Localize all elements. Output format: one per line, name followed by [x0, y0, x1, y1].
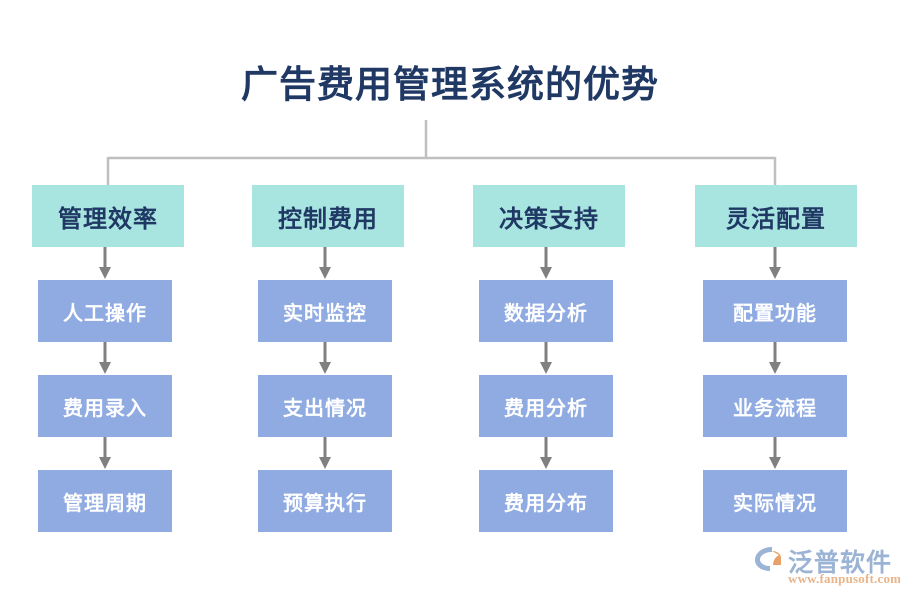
arrow-connector — [479, 437, 613, 470]
node-box[interactable]: 业务流程 — [703, 375, 847, 437]
watermark-brand: 泛普软件 — [788, 549, 893, 577]
watermark-url: www.fanpusoft.com — [788, 571, 900, 586]
column-nodes-4: 配置功能 业务流程 实际情况 — [703, 247, 847, 532]
arrow-connector — [703, 342, 847, 375]
arrow-down-icon — [769, 247, 781, 279]
column-header-2[interactable]: 控制费用 — [252, 185, 404, 247]
column-group-2: 控制费用 实时监控 支出情况 — [252, 185, 404, 532]
arrow-connector — [703, 247, 847, 280]
arrow-down-icon — [319, 247, 331, 279]
arrow-connector — [258, 247, 392, 280]
column-nodes-3: 数据分析 费用分析 费用分布 — [479, 247, 613, 532]
arrow-down-icon — [99, 247, 111, 279]
node-box[interactable]: 人工操作 — [38, 280, 172, 342]
node-box[interactable]: 实际情况 — [703, 470, 847, 532]
arrow-down-icon — [99, 342, 111, 374]
fanpu-logo-icon — [755, 547, 781, 571]
node-box[interactable]: 支出情况 — [258, 375, 392, 437]
arrow-down-icon — [540, 437, 552, 469]
column-nodes-2: 实时监控 支出情况 预算执行 — [258, 247, 392, 532]
column-nodes-1: 人工操作 费用录入 管理周期 — [38, 247, 172, 532]
node-box[interactable]: 预算执行 — [258, 470, 392, 532]
arrow-down-icon — [319, 342, 331, 374]
arrow-connector — [258, 342, 392, 375]
arrow-connector — [258, 437, 392, 470]
watermark-logo: 泛普软件 www.fanpusoft.com — [752, 543, 900, 593]
page-title: 广告费用管理系统的优势 — [241, 65, 659, 106]
column-group-3: 决策支持 数据分析 费用分析 — [473, 185, 625, 532]
column-header-1[interactable]: 管理效率 — [32, 185, 184, 247]
arrow-down-icon — [540, 342, 552, 374]
arrow-connector — [38, 247, 172, 280]
column-group-4: 灵活配置 配置功能 业务流程 — [695, 185, 857, 532]
arrow-down-icon — [319, 437, 331, 469]
node-box[interactable]: 实时监控 — [258, 280, 392, 342]
arrow-down-icon — [769, 437, 781, 469]
arrow-connector — [703, 437, 847, 470]
arrow-connector — [479, 247, 613, 280]
node-box[interactable]: 费用分析 — [479, 375, 613, 437]
arrow-down-icon — [540, 247, 552, 279]
node-box[interactable]: 管理周期 — [38, 470, 172, 532]
column-header-3[interactable]: 决策支持 — [473, 185, 625, 247]
arrow-connector — [38, 342, 172, 375]
column-group-1: 管理效率 人工操作 费用录入 — [32, 185, 184, 532]
node-box[interactable]: 数据分析 — [479, 280, 613, 342]
arrow-down-icon — [99, 437, 111, 469]
node-box[interactable]: 配置功能 — [703, 280, 847, 342]
arrow-down-icon — [769, 342, 781, 374]
arrow-connector — [479, 342, 613, 375]
column-header-4[interactable]: 灵活配置 — [695, 185, 857, 247]
node-box[interactable]: 费用分布 — [479, 470, 613, 532]
node-box[interactable]: 费用录入 — [38, 375, 172, 437]
arrow-connector — [38, 437, 172, 470]
